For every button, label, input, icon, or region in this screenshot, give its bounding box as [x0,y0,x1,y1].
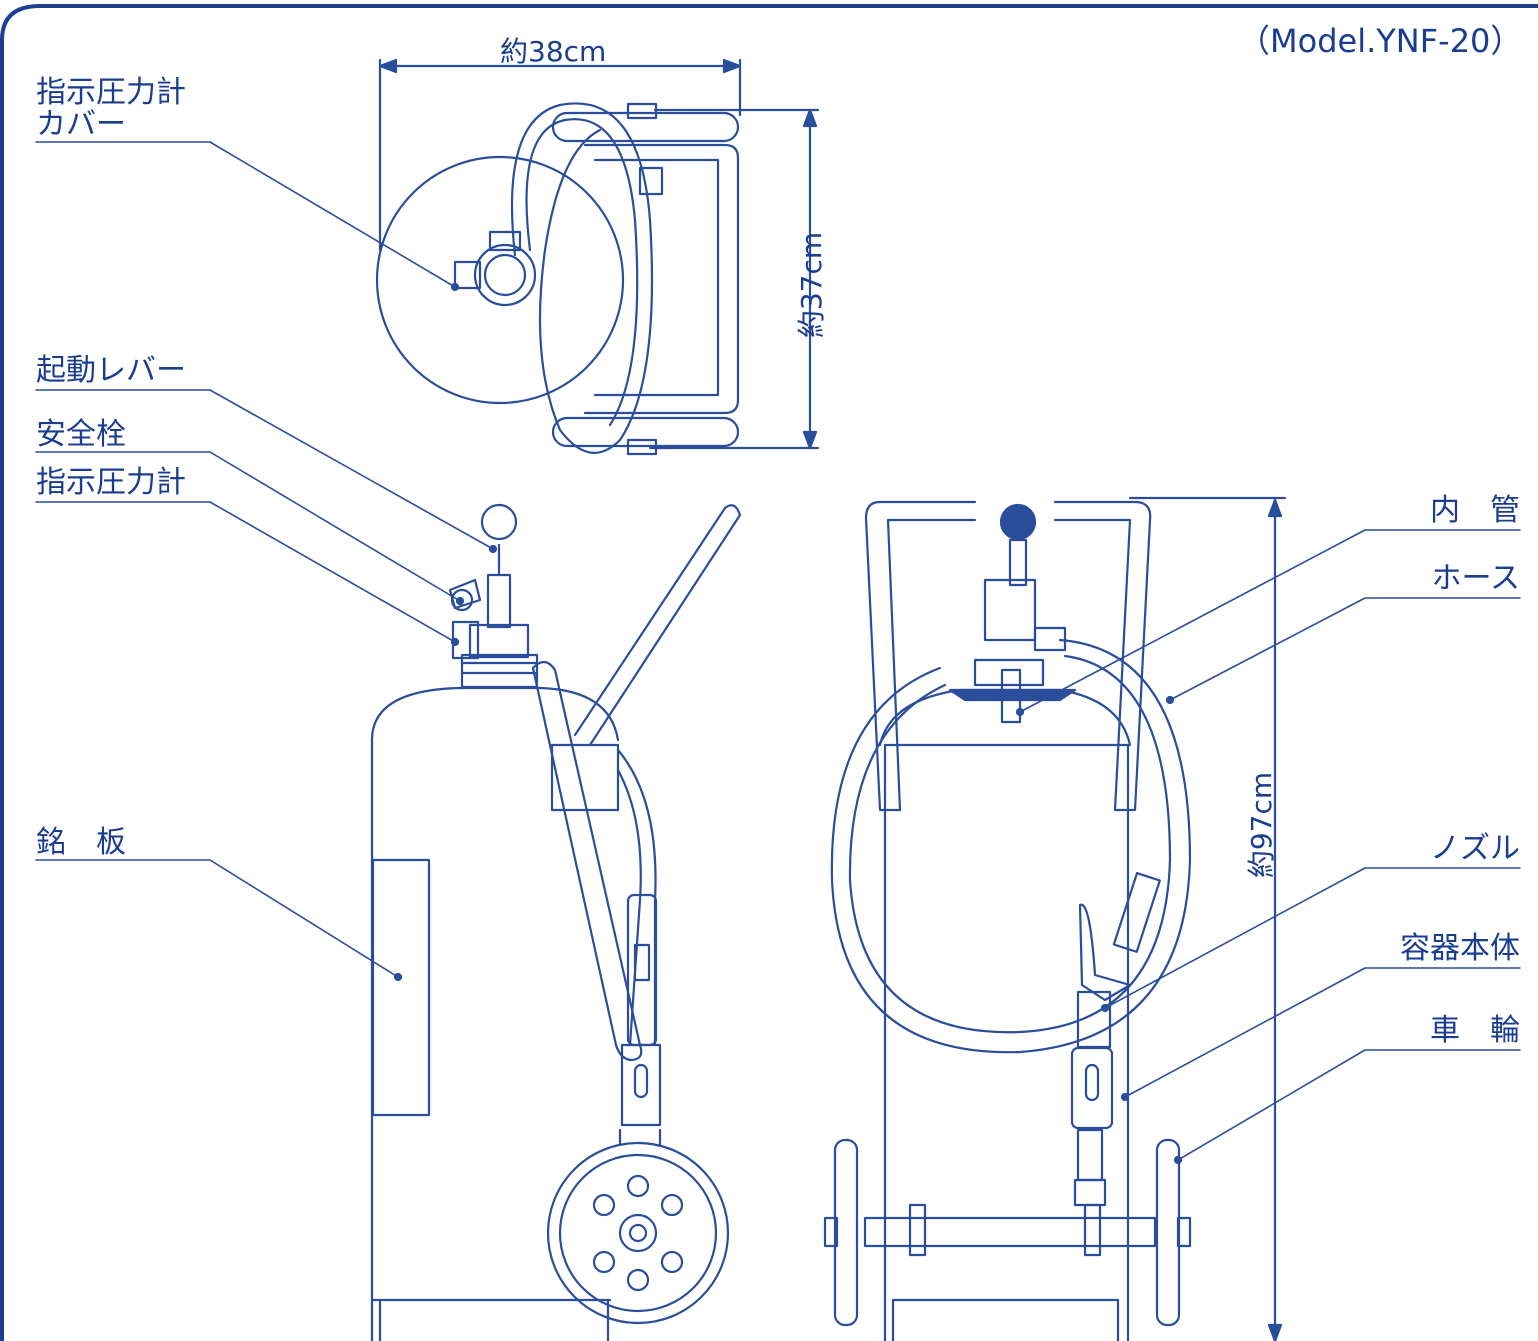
label-gauge-cover: 指示圧力計 [36,75,186,110]
side-view [35,389,742,1341]
front-view [823,496,1521,1341]
width-dimension-label: 約38cm [500,35,607,68]
depth-dimension-label: 約37cm [795,231,828,339]
label-hose: ホース [1431,561,1521,596]
label-safety-pin: 安全栓 [36,417,126,452]
label-container: 容器本体 [1400,931,1520,966]
label-nozzle: ノズル [1430,831,1520,866]
label-start-lever: 起動レバー [36,353,186,388]
model-label: （Model.YNF-20） [1238,22,1523,60]
label-pressure-gauge: 指示圧力計 [36,465,186,500]
height-dimension-label: 約97cm [1245,771,1278,879]
label-gauge-cover-line2: カバー [36,107,126,142]
frame-border [0,4,1538,1341]
label-inner-tube: 内 管 [1430,493,1520,528]
label-nameplate: 銘 板 [36,825,126,860]
label-wheel: 車 輪 [1430,1013,1520,1048]
top-view [35,58,820,456]
